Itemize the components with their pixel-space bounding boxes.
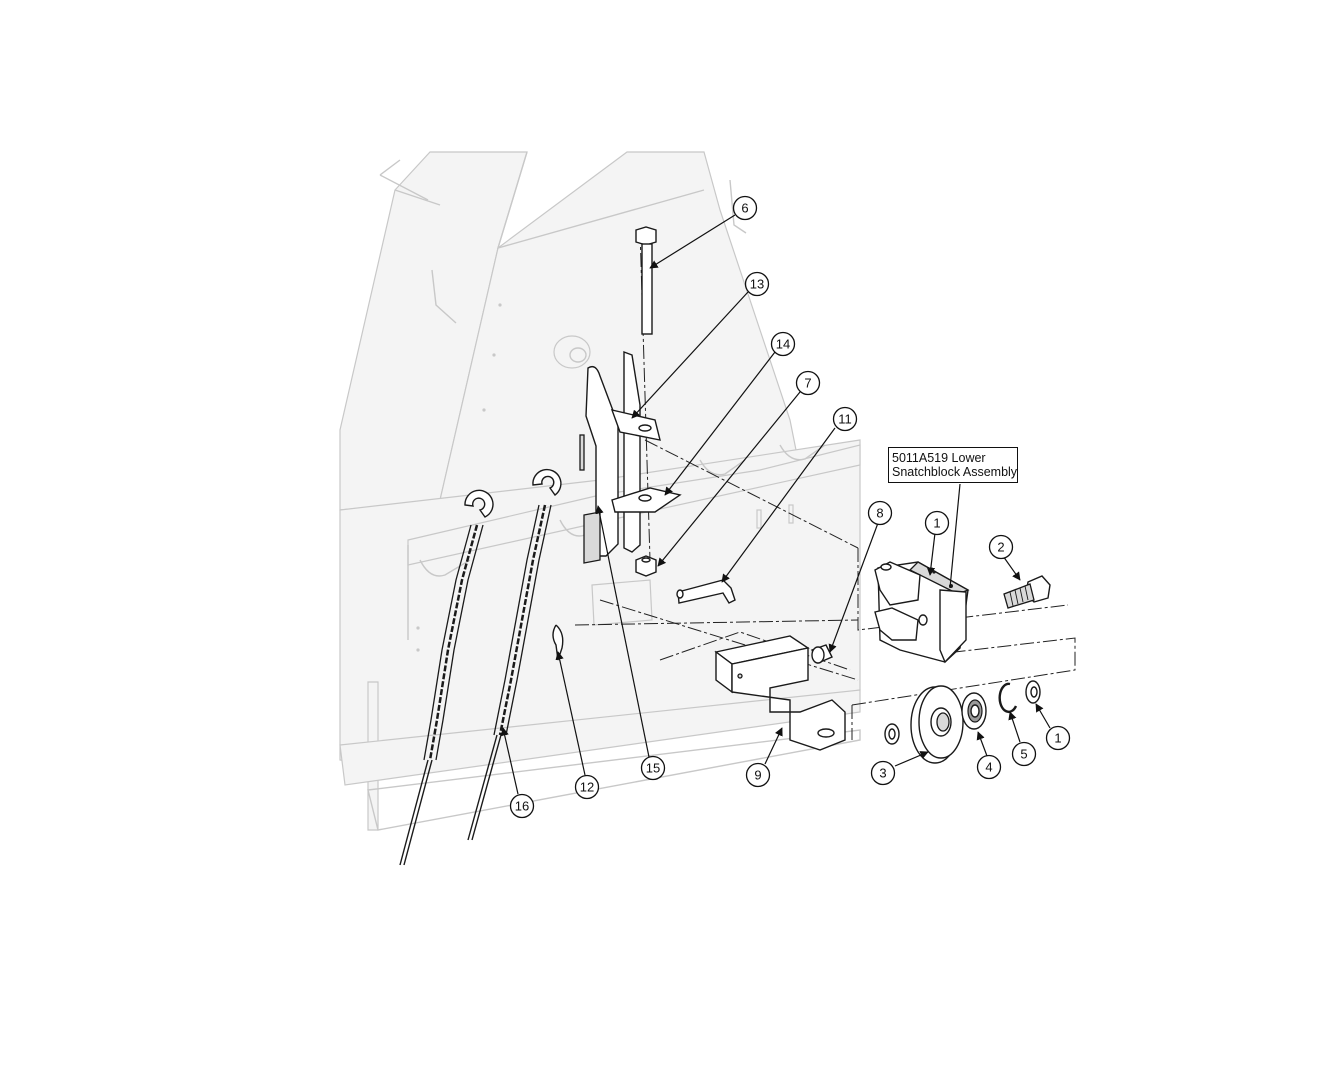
callout-14[interactable]: 14	[770, 331, 796, 357]
callout-11-circle	[832, 406, 858, 432]
callout-15[interactable]: 15	[640, 755, 666, 781]
callout-13-label: 13	[750, 277, 764, 292]
callout-12[interactable]: 12	[574, 774, 600, 800]
callout-3-circle	[870, 760, 896, 786]
callout-6-circle	[732, 195, 758, 221]
callout-8-label: 8	[876, 506, 883, 521]
callout-4[interactable]: 4	[976, 754, 1002, 780]
callout-3[interactable]: 3	[870, 760, 896, 786]
callout-13[interactable]: 13	[744, 271, 770, 297]
snap-ring	[998, 682, 1018, 713]
callout-1-housing-circle	[924, 510, 950, 536]
sheave	[910, 685, 964, 764]
callout-5[interactable]: 5	[1011, 741, 1037, 767]
callout-2-label: 2	[997, 540, 1004, 555]
callout-16-highlighted[interactable]: 16	[509, 793, 535, 819]
callout-8[interactable]: 8	[867, 500, 893, 526]
callout-6[interactable]: 6	[732, 195, 758, 221]
hitch-receiver	[714, 635, 846, 751]
callout-16-circle	[509, 793, 535, 819]
callout-1-washer-label: 1	[1054, 731, 1061, 746]
washer-left	[884, 723, 900, 745]
bracket-assembly	[579, 350, 682, 564]
callout-4-label: 4	[985, 760, 992, 775]
chain-assembly-right	[467, 468, 562, 841]
callout-14-label: 14	[776, 337, 790, 352]
assembly-label-line2: Snatchblock Assembly	[892, 465, 1018, 479]
nut	[635, 555, 657, 577]
callout-2-circle	[988, 534, 1014, 560]
hex-bolt	[1003, 575, 1051, 609]
callout-9[interactable]: 9	[745, 762, 771, 788]
callout-12-circle	[574, 774, 600, 800]
long-bolt	[635, 226, 657, 335]
assembly-label-box: 5011A519 Lower Snatchblock Assembly	[888, 447, 1018, 483]
callout-11-label: 11	[838, 412, 852, 427]
callout-9-circle	[745, 762, 771, 788]
callout-1-washer[interactable]: 1	[1045, 725, 1071, 751]
callout-11[interactable]: 11	[832, 406, 858, 432]
assembly-label-line1: 5011A519 Lower	[892, 451, 986, 465]
callout-7-circle	[795, 370, 821, 396]
callout-1-housing[interactable]: 1	[924, 510, 950, 536]
callout-16-label: 16	[515, 799, 529, 814]
leader-lines	[500, 214, 1051, 795]
callout-8-circle	[867, 500, 893, 526]
callout-3-label: 3	[879, 766, 886, 781]
callout-15-label: 15	[646, 761, 660, 776]
callout-2[interactable]: 2	[988, 534, 1014, 560]
callout-1-housing-label: 1	[933, 516, 940, 531]
callout-15-circle	[640, 755, 666, 781]
washer-right	[1025, 680, 1041, 704]
callout-6-label: 6	[741, 201, 748, 216]
callout-5-label: 5	[1020, 747, 1027, 762]
callout-9-label: 9	[754, 768, 761, 783]
callout-4-circle	[976, 754, 1002, 780]
callout-14-circle	[770, 331, 796, 357]
callout-5-circle	[1011, 741, 1037, 767]
chain-assembly-left	[399, 489, 494, 866]
callout-13-circle	[744, 271, 770, 297]
callout-1-washer-circle	[1045, 725, 1071, 751]
callout-balloons: 6 13 14 7 11 8 1 2	[509, 195, 1071, 819]
callout-7[interactable]: 7	[795, 370, 821, 396]
callout-12-label: 12	[580, 780, 594, 795]
callout-7-label: 7	[804, 376, 811, 391]
bearing	[961, 692, 987, 730]
snatchblock-housing	[874, 561, 970, 664]
spacer-bushing	[811, 644, 833, 664]
